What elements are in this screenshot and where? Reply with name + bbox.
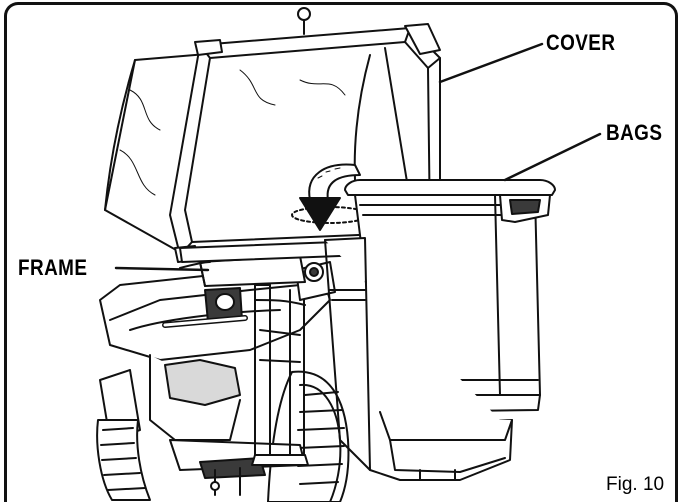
- cover-leader-line: [438, 42, 544, 84]
- figure-caption: Fig. 10: [606, 474, 665, 495]
- figure-border: [4, 2, 678, 502]
- bags-leader-line: [503, 132, 602, 182]
- leader-lines: [114, 42, 602, 272]
- right-tire: [267, 370, 350, 502]
- frame-support: [251, 261, 336, 466]
- insert-arrow: [299, 163, 361, 231]
- bag-bin-rear: [324, 237, 513, 481]
- bag-fabric-texture: [119, 69, 346, 196]
- mower-body: [99, 267, 331, 441]
- bags-label: BAGS: [606, 120, 663, 145]
- frame-leader-line: [114, 266, 210, 272]
- frame-label: FRAME: [18, 255, 88, 280]
- left-tire: [96, 419, 151, 501]
- cover-label: COVER: [546, 30, 616, 55]
